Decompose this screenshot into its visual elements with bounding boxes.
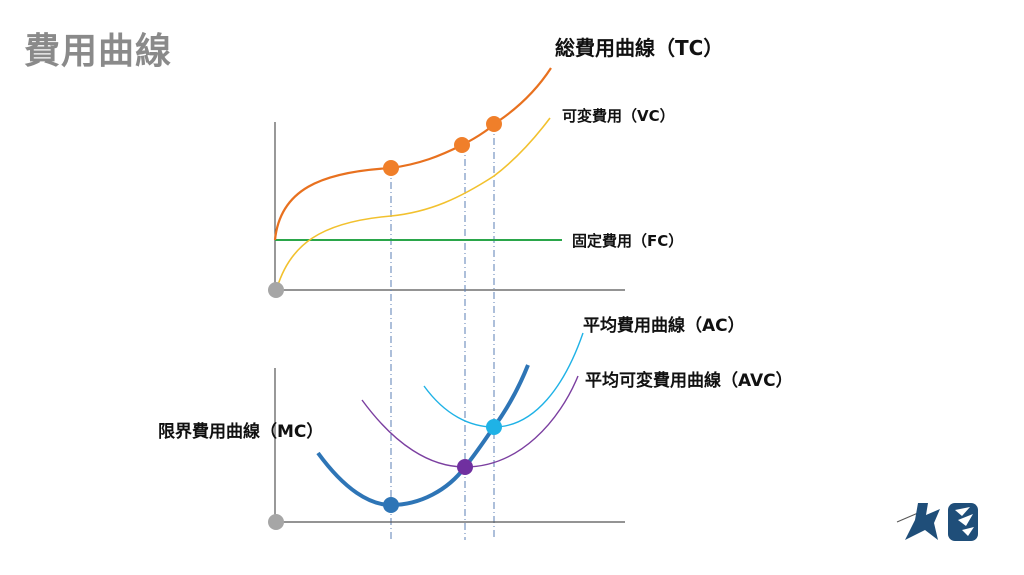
fc-label: 固定費用（FC） [572, 232, 684, 250]
tc-point-1 [383, 160, 399, 176]
vc-label: 可変費用（VC） [562, 107, 675, 125]
page-title: 費用曲線 [24, 31, 173, 72]
mc-curve [316, 364, 530, 508]
mc-min-point [383, 497, 399, 513]
vc-curve [276, 117, 551, 289]
logo-icon [896, 503, 978, 541]
ac-min-point [486, 419, 502, 435]
top-origin-point [268, 282, 284, 298]
mc-label: 限界費用曲線（MC） [158, 422, 324, 442]
tc-point-3 [486, 116, 502, 132]
bottom-origin-point [268, 514, 284, 530]
avc-min-point [457, 459, 473, 475]
tc-label: 総費用曲線（TC） [555, 36, 724, 60]
ac-label: 平均費用曲線（AC） [583, 316, 745, 336]
avc-label: 平均可変費用曲線（AVC） [585, 371, 793, 391]
tc-curve [273, 67, 552, 241]
tc-point-2 [454, 137, 470, 153]
avc-curve [361, 375, 579, 468]
guide-lines [390, 124, 495, 540]
